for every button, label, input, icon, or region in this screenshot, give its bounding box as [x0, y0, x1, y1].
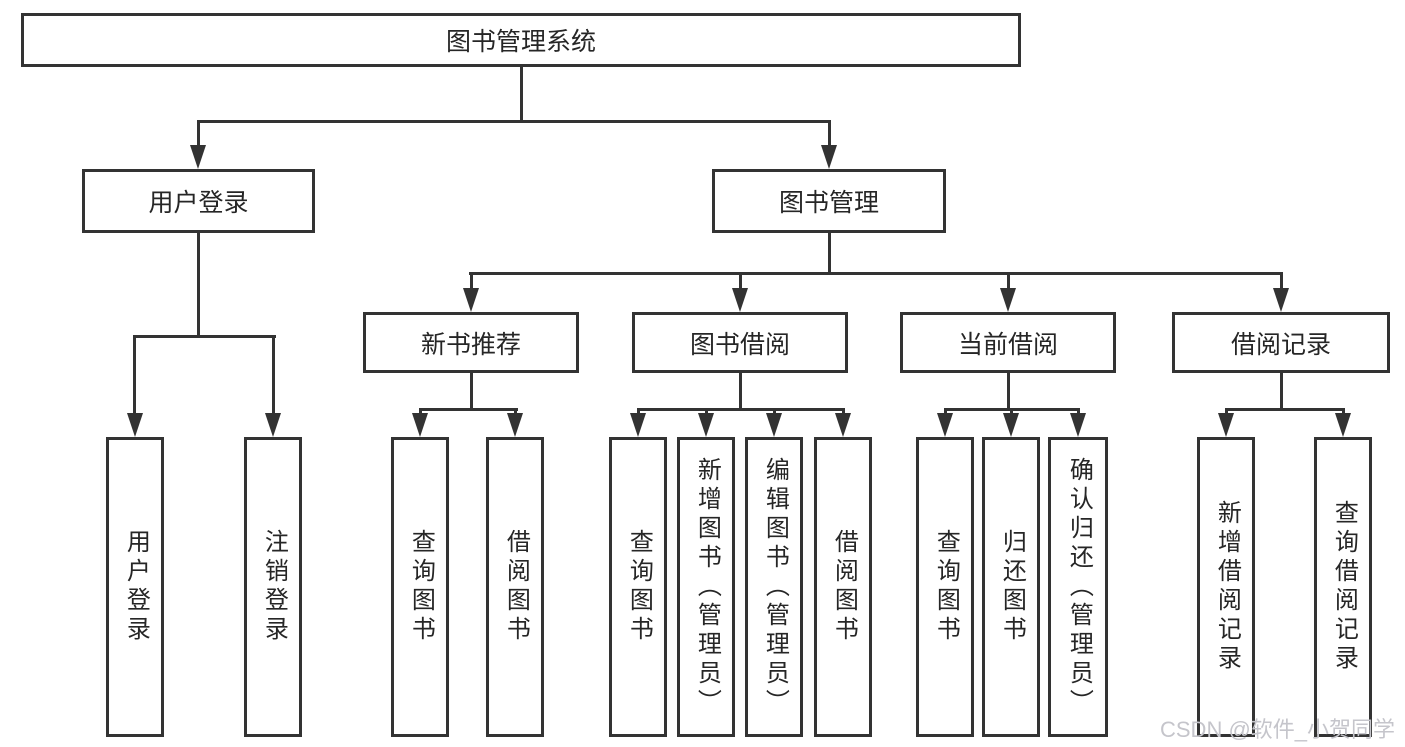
connector-userlogin-stem — [197, 233, 200, 335]
leaf-edit-book-admin-label: 编辑图书（管理员） — [761, 456, 789, 718]
leaf-current-query-books: 查询图书 — [916, 437, 974, 737]
connector-current-drop-3 — [1077, 408, 1080, 416]
leaf-borrow-query-books: 查询图书 — [609, 437, 667, 737]
connector-bookmgmt-drop-4 — [1280, 272, 1283, 290]
node-book-borrow: 图书借阅 — [632, 312, 848, 373]
leaf-borrow-borrow-books-label: 借阅图书 — [830, 529, 858, 645]
node-book-management: 图书管理 — [712, 169, 946, 233]
arrowhead-book-management — [821, 145, 837, 169]
node-current-borrow-label: 当前借阅 — [957, 330, 1058, 359]
csdn-watermark: CSDN @软件_小贺同学 — [1160, 717, 1396, 742]
connector-userlogin-drop-right — [272, 335, 275, 415]
connector-bookmgmt-hline — [469, 272, 1282, 275]
arrowhead-borrow-records — [1273, 288, 1289, 312]
leaf-add-book-admin: 新增图书（管理员） — [677, 437, 735, 737]
arrowhead-user-login — [190, 145, 206, 169]
arrowhead-query-record — [1335, 413, 1351, 437]
arrowhead-borrow-book — [835, 413, 851, 437]
connector-borrow-drop-4 — [842, 408, 845, 416]
connector-recommend-stem — [470, 373, 473, 408]
arrowhead-edit-book — [766, 413, 782, 437]
node-user-login-branch-label: 用户登录 — [148, 189, 249, 217]
connector-records-hline — [1225, 408, 1345, 411]
arrowhead-current-borrow — [1000, 288, 1016, 312]
connector-userlogin-hline — [133, 335, 276, 338]
connector-current-drop-2 — [1010, 408, 1013, 416]
connector-current-stem — [1007, 373, 1010, 408]
leaf-borrow-borrow-books: 借阅图书 — [814, 437, 872, 737]
connector-recommend-drop-2 — [514, 408, 517, 416]
leaf-add-borrow-record-label: 新增借阅记录 — [1213, 500, 1241, 674]
connector-recommend-drop-1 — [419, 408, 422, 416]
leaf-recommend-query-books-label: 查询图书 — [407, 529, 435, 645]
node-current-borrow: 当前借阅 — [900, 312, 1116, 373]
arrowhead-recommend-query — [412, 413, 428, 437]
arrowhead-leaf-logout — [265, 413, 281, 437]
connector-current-drop-1 — [944, 408, 947, 416]
leaf-user-login: 用户登录 — [106, 437, 164, 737]
leaf-query-borrow-record-label: 查询借阅记录 — [1330, 500, 1358, 674]
node-library-system-label: 图书管理系统 — [445, 28, 596, 56]
leaf-logout-label: 注销登录 — [260, 529, 288, 645]
connector-root-stem — [520, 67, 523, 120]
arrowhead-new-book-recommend — [463, 288, 479, 312]
node-book-management-label: 图书管理 — [778, 189, 879, 217]
connector-bookmgmt-drop-1 — [470, 272, 473, 290]
connector-userlogin-drop-left — [133, 335, 136, 415]
leaf-return-book: 归还图书 — [982, 437, 1040, 737]
arrowhead-return-book — [1003, 413, 1019, 437]
connector-recommend-hline — [419, 408, 518, 411]
connector-borrow-hline — [637, 408, 845, 411]
node-borrow-records-label: 借阅记录 — [1230, 330, 1331, 359]
leaf-logout: 注销登录 — [244, 437, 302, 737]
node-new-book-recommend-label: 新书推荐 — [420, 330, 521, 359]
connector-bookmgmt-drop-3 — [1007, 272, 1010, 290]
leaf-user-login-label: 用户登录 — [122, 529, 150, 645]
leaf-recommend-borrow-books: 借阅图书 — [486, 437, 544, 737]
leaf-return-book-label: 归还图书 — [998, 529, 1026, 645]
connector-bookmgmt-drop-2 — [739, 272, 742, 290]
node-new-book-recommend: 新书推荐 — [363, 312, 579, 373]
arrowhead-add-book — [698, 413, 714, 437]
connector-borrow-drop-2 — [705, 408, 708, 416]
arrowhead-add-record — [1218, 413, 1234, 437]
node-book-borrow-label: 图书借阅 — [689, 330, 790, 359]
connector-bookmgmt-stem — [828, 233, 831, 272]
leaf-add-borrow-record: 新增借阅记录 — [1197, 437, 1255, 737]
connector-root-drop-left — [197, 120, 200, 148]
connector-borrow-drop-1 — [637, 408, 640, 416]
leaf-borrow-query-books-label: 查询图书 — [625, 529, 653, 645]
node-user-login-branch: 用户登录 — [82, 169, 315, 233]
arrowhead-current-query — [937, 413, 953, 437]
arrowhead-recommend-borrow — [507, 413, 523, 437]
node-borrow-records: 借阅记录 — [1172, 312, 1390, 373]
connector-records-drop-2 — [1342, 408, 1345, 416]
connector-records-stem — [1280, 373, 1283, 408]
arrowhead-book-borrow — [732, 288, 748, 312]
connector-borrow-drop-3 — [773, 408, 776, 416]
connector-root-hline — [197, 120, 831, 123]
arrowhead-confirm-return — [1070, 413, 1086, 437]
leaf-current-query-books-label: 查询图书 — [932, 529, 960, 645]
arrowhead-leaf-user-login — [127, 413, 143, 437]
leaf-recommend-query-books: 查询图书 — [391, 437, 449, 737]
arrowhead-borrow-query — [630, 413, 646, 437]
connector-root-drop-right — [828, 120, 831, 148]
connector-records-drop-1 — [1225, 408, 1228, 416]
leaf-add-book-admin-label: 新增图书（管理员） — [693, 456, 721, 718]
connector-borrow-stem — [739, 373, 742, 408]
leaf-edit-book-admin: 编辑图书（管理员） — [745, 437, 803, 737]
leaf-confirm-return-admin-label: 确认归还（管理员） — [1065, 456, 1093, 718]
node-library-system: 图书管理系统 — [21, 13, 1021, 67]
leaf-recommend-borrow-books-label: 借阅图书 — [502, 529, 530, 645]
leaf-query-borrow-record: 查询借阅记录 — [1314, 437, 1372, 737]
leaf-confirm-return-admin: 确认归还（管理员） — [1048, 437, 1108, 737]
